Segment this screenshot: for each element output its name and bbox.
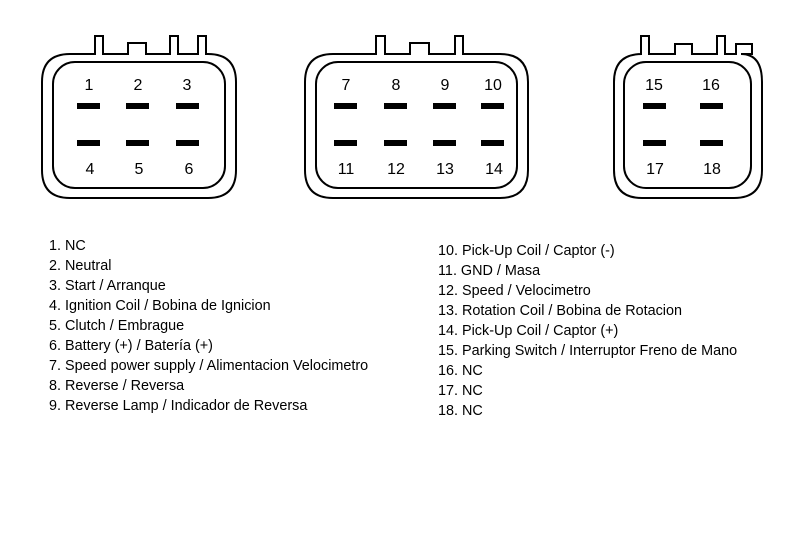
connector-diagram: 1 2 3 4 5 6 7 8 9 10 11 12 13 14 <box>41 35 763 199</box>
pin-slot-11 <box>334 140 357 146</box>
legend-item-5: 5. Clutch / Embrague <box>49 318 185 334</box>
pin-label-17: 17 <box>646 161 664 178</box>
legend-item-18: 18. NC <box>438 403 483 419</box>
pin-label-12: 12 <box>387 161 405 178</box>
pin-slot-18 <box>700 140 723 146</box>
pin-label-13: 13 <box>436 161 454 178</box>
legend-item-9: 9. Reverse Lamp / Indicador de Reversa <box>49 398 308 414</box>
pin-slot-7 <box>334 103 357 109</box>
connector-a-pins: 1 2 3 4 5 6 <box>77 77 199 178</box>
pin-label-7: 7 <box>342 77 351 94</box>
pin-label-11: 11 <box>338 161 355 178</box>
pin-legend-left: 1. NC 2. Neutral 3. Start / Arranque 4. … <box>49 236 368 416</box>
legend-item-7: 7. Speed power supply / Alimentacion Vel… <box>49 358 369 374</box>
pin-slot-8 <box>384 103 407 109</box>
pin-slot-15 <box>643 103 666 109</box>
legend-item-6: 6. Battery (+) / Batería (+) <box>49 338 213 354</box>
connector-c <box>613 35 763 199</box>
legend-item-16: 16. NC <box>438 363 483 379</box>
pin-label-15: 15 <box>645 77 663 94</box>
pin-slot-3 <box>176 103 199 109</box>
connector-c-outer-shell <box>613 35 763 199</box>
pin-label-2: 2 <box>134 77 143 94</box>
pin-legend-right: 10. Pick-Up Coil / Captor (-) 11. GND / … <box>438 241 737 421</box>
connector-b-outer-shell <box>304 35 529 199</box>
connector-b-pins: 7 8 9 10 11 12 13 14 <box>334 77 504 178</box>
pin-label-6: 6 <box>185 161 194 178</box>
pin-slot-1 <box>77 103 100 109</box>
pin-slot-17 <box>643 140 666 146</box>
pin-label-4: 4 <box>86 161 95 178</box>
pin-slot-12 <box>384 140 407 146</box>
connector-a-inner-outline <box>52 61 226 189</box>
pin-slot-10 <box>481 103 504 109</box>
connector-b <box>304 35 529 199</box>
legend-item-13: 13. Rotation Coil / Bobina de Rotacion <box>438 303 682 319</box>
connector-a-outer-shell <box>41 35 237 199</box>
pin-label-8: 8 <box>392 77 401 94</box>
pin-label-14: 14 <box>485 161 503 178</box>
legend-item-15: 15. Parking Switch / Interruptor Freno d… <box>438 343 738 359</box>
legend-item-3: 3. Start / Arranque <box>49 278 166 294</box>
pin-label-1: 1 <box>85 77 94 94</box>
connector-a <box>41 35 237 199</box>
legend-item-12: 12. Speed / Velocimetro <box>438 283 591 299</box>
pin-label-18: 18 <box>703 161 721 178</box>
pin-label-16: 16 <box>702 77 720 94</box>
connector-c-pins: 15 16 17 18 <box>643 77 723 178</box>
pin-label-3: 3 <box>183 77 192 94</box>
pin-slot-14 <box>481 140 504 146</box>
pin-slot-9 <box>433 103 456 109</box>
legend-item-2: 2. Neutral <box>49 258 112 274</box>
legend-item-4: 4. Ignition Coil / Bobina de Ignicion <box>49 298 271 314</box>
legend-item-10: 10. Pick-Up Coil / Captor (-) <box>438 243 615 259</box>
connector-b-inner-outline <box>315 61 518 189</box>
pin-label-9: 9 <box>441 77 450 94</box>
pin-slot-4 <box>77 140 100 146</box>
pin-label-10: 10 <box>484 77 502 94</box>
legend-item-1: 1. NC <box>49 238 86 254</box>
pin-slot-16 <box>700 103 723 109</box>
legend-item-14: 14. Pick-Up Coil / Captor (+) <box>438 323 619 339</box>
legend-item-11: 11. GND / Masa <box>438 263 541 279</box>
pin-slot-5 <box>126 140 149 146</box>
pin-slot-13 <box>433 140 456 146</box>
connector-c-inner-outline <box>623 61 752 189</box>
pin-slot-2 <box>126 103 149 109</box>
legend-item-8: 8. Reverse / Reversa <box>49 378 185 394</box>
legend-item-17: 17. NC <box>438 383 483 399</box>
pin-label-5: 5 <box>135 161 144 178</box>
pin-slot-6 <box>176 140 199 146</box>
